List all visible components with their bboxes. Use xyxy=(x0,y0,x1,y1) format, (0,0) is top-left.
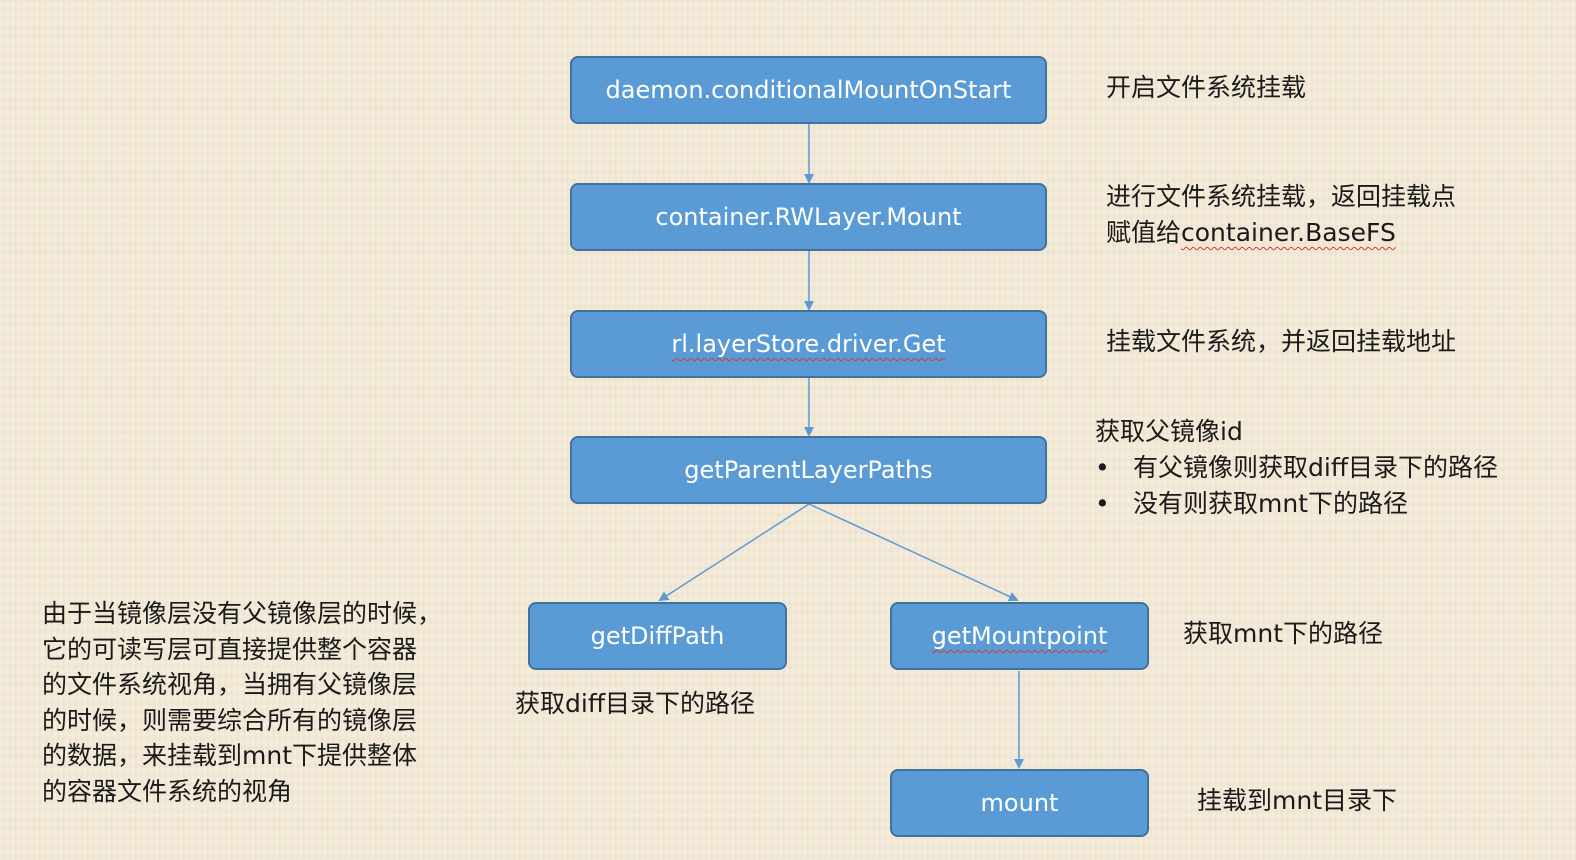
note-rwlayer-line2: 赋值给container.BaseFS xyxy=(1106,215,1456,251)
note-mountpoint: 获取mnt下的路径 xyxy=(1183,616,1383,652)
node-mountpoint-label: getMountpoint xyxy=(931,622,1108,650)
node-parent-paths-label: getParentLayerPaths xyxy=(684,456,933,484)
note-mountpoint-text: 获取mnt下的路径 xyxy=(1183,619,1384,648)
paragraph-line: 的文件系统视角，当拥有父镜像层 xyxy=(42,670,418,699)
paragraph-line: 的时候，则需要综合所有的镜像层 xyxy=(42,705,418,735)
note-driver-get-text: 挂载文件系统，并返回挂载地址 xyxy=(1106,327,1457,356)
note-parent-bullet: 没有则获取mnt下的路径 xyxy=(1095,486,1498,522)
node-diff-path-label: getDiffPath xyxy=(590,622,725,650)
arrow-parent-paths-to-diff-path xyxy=(658,503,810,602)
note-diff-path-text: 获取diff目录下的路径 xyxy=(515,689,756,718)
node-mount-label: mount xyxy=(980,789,1059,817)
note-parent-bullet: 有父镜像则获取diff目录下的路径 xyxy=(1095,450,1498,486)
arrow-parent-paths-to-mountpoint xyxy=(808,503,1019,602)
node-container-rwlayer-mount: container.RWLayer.Mount xyxy=(570,183,1047,251)
note-mount-text: 挂载到mnt目录下 xyxy=(1197,786,1398,815)
note-rwlayer-line2-prefix: 赋值给 xyxy=(1106,218,1182,247)
note-rwlayer-line2-code: container.BaseFS xyxy=(1181,218,1396,247)
node-daemon-label: daemon.conditionalMountOnStart xyxy=(605,76,1012,104)
note-daemon: 开启文件系统挂载 xyxy=(1106,70,1306,106)
note-diff-path: 获取diff目录下的路径 xyxy=(515,686,755,722)
node-driver-get: rl.layerStore.driver.Get xyxy=(570,310,1047,378)
note-left-paragraph: 由于当镜像层没有父镜像层的时候， 它的可读写层可直接提供整个容器 的文件系统视角… xyxy=(42,596,442,809)
node-driver-get-label: rl.layerStore.driver.Get xyxy=(671,330,946,358)
note-parent-title: 获取父镜像id xyxy=(1095,417,1243,446)
note-parent-bullet-list: 有父镜像则获取diff目录下的路径 没有则获取mnt下的路径 xyxy=(1095,450,1498,522)
paragraph-line: 它的可读写层可直接提供整个容器 xyxy=(42,634,418,664)
note-rwlayer: 进行文件系统挂载，返回挂载点 赋值给container.BaseFS xyxy=(1106,179,1456,251)
paragraph-line: 的容器文件系统的视角 xyxy=(42,776,293,806)
node-get-mountpoint: getMountpoint xyxy=(890,602,1149,670)
note-mount: 挂载到mnt目录下 xyxy=(1197,783,1397,819)
node-rwlayer-label: container.RWLayer.Mount xyxy=(655,203,962,231)
node-get-diff-path: getDiffPath xyxy=(528,602,787,670)
node-mount: mount xyxy=(890,769,1149,837)
node-get-parent-layer-paths: getParentLayerPaths xyxy=(570,436,1047,504)
node-daemon-conditional-mount: daemon.conditionalMountOnStart xyxy=(570,56,1047,124)
paragraph-line: 的数据，来挂载到mnt下提供整体 xyxy=(42,741,418,770)
note-daemon-text: 开启文件系统挂载 xyxy=(1106,73,1307,102)
note-driver-get: 挂载文件系统，并返回挂载地址 xyxy=(1106,324,1456,360)
note-rwlayer-line1: 进行文件系统挂载，返回挂载点 xyxy=(1106,182,1457,211)
paragraph-line: 由于当镜像层没有父镜像层的时候， xyxy=(42,599,443,628)
note-parent-paths: 获取父镜像id 有父镜像则获取diff目录下的路径 没有则获取mnt下的路径 xyxy=(1095,414,1498,522)
